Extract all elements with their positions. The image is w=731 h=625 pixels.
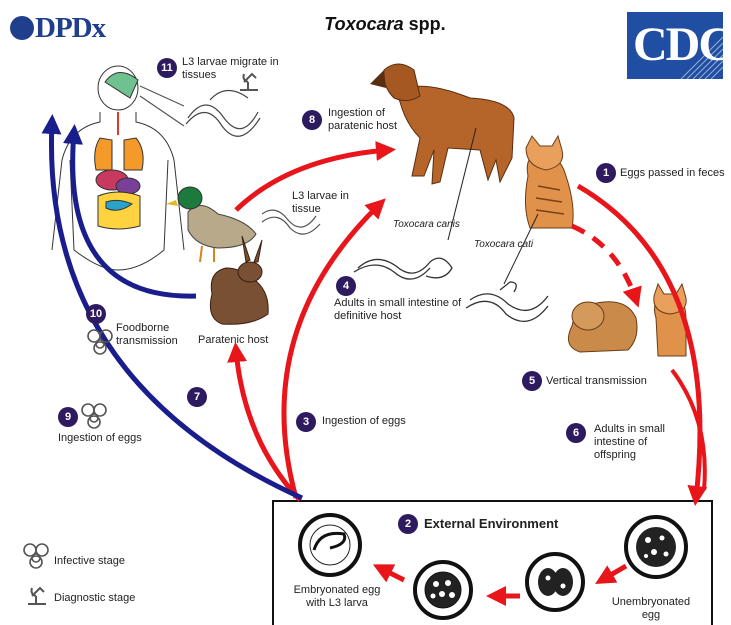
cdc-logo: CDC <box>627 12 723 79</box>
puppy-illustration <box>567 301 638 353</box>
step-10-label: Foodborne transmission <box>116 322 178 347</box>
arrow-eggs-to-dog <box>281 198 386 499</box>
page-title: Toxocara spp. <box>290 14 480 35</box>
step-1-label: Eggs passed in feces <box>620 167 725 179</box>
step-5-label: Vertical transmission <box>546 375 647 387</box>
duck-larvae <box>261 209 321 235</box>
step-11-badge: 11 <box>157 58 177 78</box>
step-4-label: Adults in small intestine of definitive … <box>334 297 462 322</box>
red-arrows <box>227 141 708 606</box>
duck-illustration <box>166 186 257 263</box>
egg-unembryonated <box>624 515 688 579</box>
step-2-label: External Environment <box>424 516 559 531</box>
step-7-badge: 7 <box>187 387 207 407</box>
step-8-badge: 8 <box>302 110 322 130</box>
human-figure <box>51 65 185 271</box>
arrow-kitten-to-offspring-adults <box>670 368 707 491</box>
l3-in-tissue-label: L3 larvae in tissue <box>292 190 349 215</box>
biohazard-icon-9 <box>81 403 107 429</box>
egg-embryonated <box>298 513 362 577</box>
step-9-label: Ingestion of eggs <box>58 432 142 444</box>
step-8-label: Ingestion of paratenic host <box>328 107 398 132</box>
step-6-label: Adults in small intestine of offspring <box>594 423 665 461</box>
step-6-badge: 6 <box>566 423 586 443</box>
dpdx-logo-mark <box>10 16 34 40</box>
egg-stage-2 <box>525 552 585 612</box>
biohazard-icon-10 <box>87 329 113 355</box>
arrow-rabbit-to-human <box>63 124 197 299</box>
step-4-badge: 4 <box>336 276 356 296</box>
microscope-icon-11 <box>240 72 258 91</box>
cdc-logo-stripes <box>680 36 723 79</box>
step-3-label: Ingestion of eggs <box>322 415 406 427</box>
step-11-label: L3 larvae migrate in tissues <box>182 56 279 81</box>
legend-infective-label: Infective stage <box>54 555 125 567</box>
arrow-vertical-transmission <box>571 223 642 308</box>
egg-stage-3 <box>413 560 473 620</box>
arrow-egg-dev-1 <box>595 563 628 585</box>
arrow-eggs-to-human <box>41 114 304 501</box>
arrow-duck-to-dog <box>234 141 396 212</box>
legend-biohazard-icon <box>23 543 49 569</box>
dpdx-logo: DPDx <box>10 12 106 45</box>
dpdx-logo-text: DPDx <box>35 12 106 44</box>
adult-worms <box>353 127 549 322</box>
step-3-badge: 3 <box>296 412 316 432</box>
rabbit-illustration <box>209 235 269 325</box>
step-1-badge: 1 <box>596 163 616 183</box>
arrow-cat-to-environment <box>576 183 708 506</box>
title-genus: Toxocara <box>324 14 404 34</box>
step-9-badge: 9 <box>58 407 78 427</box>
step-10-badge: 10 <box>86 304 106 324</box>
cat-illustration <box>524 134 574 229</box>
step-5-badge: 5 <box>522 371 542 391</box>
cdc-logo-text: CDC <box>633 18 723 71</box>
kitten-illustration <box>653 282 687 357</box>
unembryonated-egg-label: Unembryonated egg <box>611 596 691 621</box>
arrow-egg-dev-3 <box>372 564 406 583</box>
blue-arrows <box>41 114 304 501</box>
legend-diagnostic-label: Diagnostic stage <box>54 592 136 604</box>
arrow-eggs-to-rabbit <box>227 342 302 502</box>
toxocara-canis-label: Toxocara canis <box>393 219 460 230</box>
legend-microscope-icon <box>28 586 46 605</box>
larvae-inset <box>139 85 261 137</box>
title-suffix: spp. <box>403 14 446 34</box>
dog-illustration <box>370 63 515 185</box>
step-2-badge: 2 <box>398 514 418 534</box>
paratenic-host-label: Paratenic host <box>198 334 269 346</box>
embryonated-egg-label: Embryonated egg with L3 larva <box>293 584 381 609</box>
toxocara-cati-label: Toxocara cati <box>474 239 534 250</box>
